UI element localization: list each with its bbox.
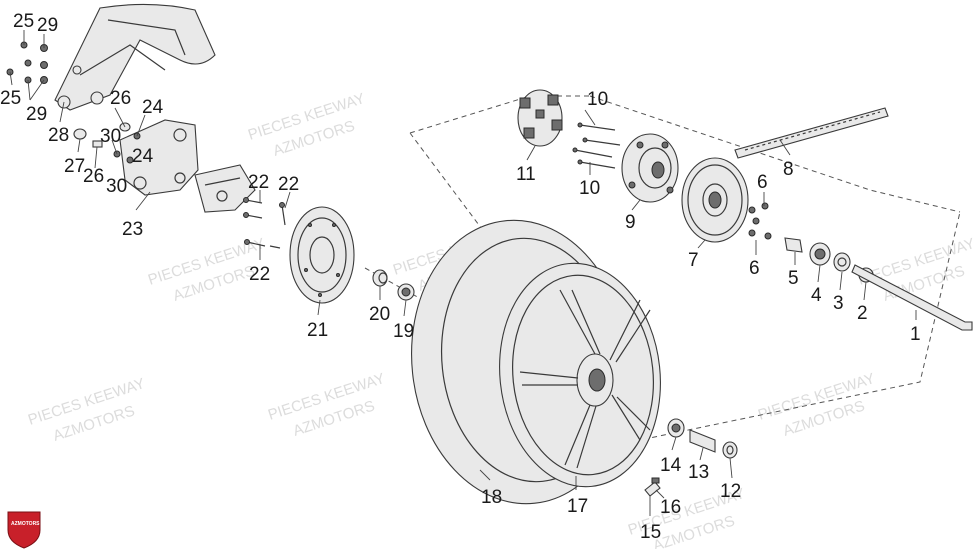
callout-20: 20 bbox=[369, 304, 390, 325]
brake-caliper bbox=[194, 164, 256, 213]
callout-12: 12 bbox=[720, 481, 741, 502]
callout-22: 22 bbox=[249, 264, 270, 285]
callout-3: 3 bbox=[833, 293, 844, 314]
callout-9: 9 bbox=[625, 212, 636, 233]
left-spacer-bearing bbox=[372, 269, 415, 301]
callout-19: 19 bbox=[393, 321, 414, 342]
callout-6: 6 bbox=[757, 172, 768, 193]
callout-25: 25 bbox=[13, 11, 34, 32]
sprocket-studs bbox=[572, 122, 621, 169]
callout-30: 30 bbox=[106, 176, 127, 197]
callout-18: 18 bbox=[481, 487, 502, 508]
callout-15: 15 bbox=[640, 522, 661, 543]
leader-lines bbox=[9, 30, 917, 516]
rear-wheel-rim bbox=[499, 262, 661, 488]
disc-bolts bbox=[243, 197, 286, 249]
callout-26: 26 bbox=[83, 166, 104, 187]
callout-7: 7 bbox=[688, 250, 699, 271]
callout-11: 11 bbox=[516, 164, 536, 185]
logo-text: AZMOTORS bbox=[11, 521, 40, 527]
callout-29: 29 bbox=[37, 15, 58, 36]
axle-components bbox=[784, 237, 973, 331]
callout-24: 24 bbox=[142, 97, 164, 118]
callout-6: 6 bbox=[749, 258, 760, 279]
azmotors-logo: AZMOTORS bbox=[7, 511, 41, 549]
right-bearing-spacer bbox=[667, 418, 738, 459]
drive-chain bbox=[734, 107, 889, 159]
callout-4: 4 bbox=[811, 285, 822, 306]
callout-13: 13 bbox=[688, 462, 709, 483]
callout-21: 21 bbox=[307, 320, 328, 341]
callout-16: 16 bbox=[660, 497, 681, 518]
callout-labels: 25 29 25 29 28 26 24 30 24 27 26 30 23 2… bbox=[0, 11, 921, 543]
callout-29: 29 bbox=[26, 104, 47, 125]
fender-bolts bbox=[6, 41, 48, 84]
callout-27: 27 bbox=[64, 156, 85, 177]
callout-8: 8 bbox=[783, 159, 794, 180]
rear-fender-bracket bbox=[54, 3, 216, 111]
callout-25: 25 bbox=[0, 88, 21, 109]
tire-valve bbox=[644, 477, 661, 497]
callout-28: 28 bbox=[48, 125, 69, 146]
callout-17: 17 bbox=[567, 496, 588, 517]
sprocket-carrier bbox=[621, 133, 679, 203]
callout-5: 5 bbox=[788, 268, 799, 289]
callout-26: 26 bbox=[110, 88, 131, 109]
callout-22: 22 bbox=[278, 174, 299, 195]
bracket-spacers bbox=[73, 122, 141, 164]
callout-14: 14 bbox=[660, 455, 682, 476]
caliper-bracket bbox=[119, 119, 199, 196]
callout-2: 2 bbox=[857, 303, 868, 324]
callout-10: 10 bbox=[579, 178, 600, 199]
callout-1: 1 bbox=[910, 324, 921, 345]
sprocket-nuts bbox=[748, 202, 772, 240]
callout-22: 22 bbox=[248, 172, 269, 193]
callout-10: 10 bbox=[587, 89, 608, 110]
cush-drive-damper bbox=[517, 89, 563, 147]
callout-23: 23 bbox=[122, 219, 143, 240]
brake-disc bbox=[289, 206, 355, 304]
callout-24: 24 bbox=[132, 146, 154, 167]
rear-sprocket bbox=[681, 157, 749, 243]
callout-30: 30 bbox=[100, 126, 121, 147]
